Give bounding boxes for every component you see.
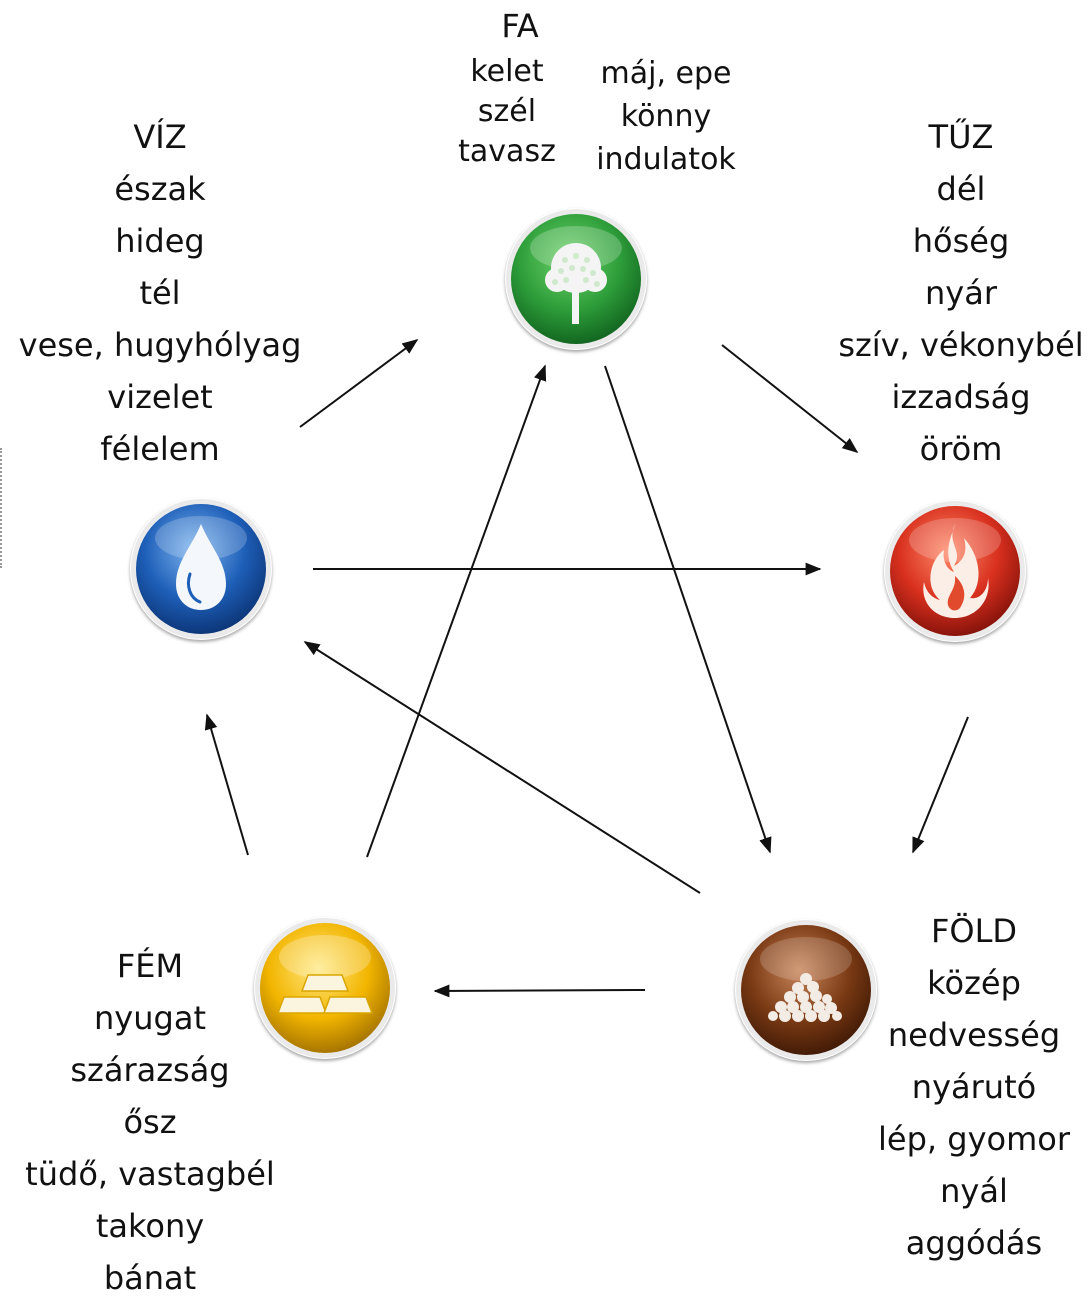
arrow-tuz-to-fold [912, 716, 969, 854]
arrow-fa-to-fold [604, 365, 772, 854]
fem-line: takony [95, 1207, 205, 1245]
arrow-viz-to-fa [299, 339, 419, 428]
fem-line: ősz [123, 1103, 177, 1141]
fa-text-left: kelet szél tavasz [434, 52, 580, 172]
viz-node [130, 498, 272, 640]
fold-line: aggódás [905, 1224, 1043, 1262]
fem-text: FÉM nyugat szárazság ősz tüdő, vastagbél… [10, 940, 290, 1304]
viz-line: vizelet [107, 378, 213, 416]
tree-icon [506, 209, 646, 349]
flame-icon [885, 501, 1025, 641]
tuz-line: szív, vékonybél [838, 326, 1084, 364]
viz-line: észak [114, 170, 206, 208]
fold-name: FÖLD [930, 912, 1018, 950]
fa-line: indulatok [596, 142, 736, 177]
tuz-line: dél [936, 170, 986, 208]
fem-name: FÉM [116, 947, 184, 985]
fa-line: könny [620, 99, 712, 134]
fem-line: nyugat [94, 999, 206, 1037]
viz-name: VÍZ [133, 118, 187, 156]
arrow-fold-to-fem [433, 984, 646, 998]
tuz-node [884, 500, 1026, 642]
fa-name: FA [501, 7, 539, 45]
fold-line: nyál [940, 1172, 1008, 1210]
tuz-line: hőség [912, 222, 1010, 260]
arrow-fa-to-tuz [721, 344, 859, 453]
fa-line: kelet [470, 54, 544, 89]
tuz-line: öröm [919, 430, 1003, 468]
fold-line: nedvesség [887, 1016, 1061, 1054]
tuz-line: nyár [925, 274, 997, 312]
tuz-name: TŰZ [928, 118, 994, 156]
arrow-fem-to-fa [366, 364, 547, 858]
fa-node [505, 208, 647, 350]
fa-line: szél [477, 94, 537, 129]
fold-text: FÖLD közép nedvesség nyárutó lép, gyomor… [858, 905, 1089, 1269]
arrow-fem-to-viz [204, 713, 249, 856]
fold-line: lép, gyomor [878, 1120, 1070, 1158]
tuz-text: TŰZ dél hőség nyár szív, vékonybél izzad… [835, 111, 1087, 475]
water-drop-icon [131, 499, 271, 639]
viz-line: tél [139, 274, 181, 312]
viz-line: félelem [100, 430, 220, 468]
fem-line: szárazság [70, 1051, 230, 1089]
fem-node [254, 917, 396, 1059]
fold-line: nyárutó [911, 1068, 1037, 1106]
fold-line: közép [927, 964, 1021, 1002]
fa-label: FA [490, 4, 550, 48]
viz-line: hideg [115, 222, 205, 260]
fold-node [735, 919, 877, 1061]
fa-line: tavasz [458, 134, 556, 169]
fa-text-right: máj, epe könny indulatok [578, 52, 754, 181]
gold-bars-icon [255, 918, 395, 1058]
fa-line: máj, epe [600, 56, 732, 91]
fem-line: tüdő, vastagbél [25, 1155, 275, 1193]
left-edge-mark [0, 448, 6, 568]
fem-line: bánat [103, 1259, 197, 1297]
tuz-line: izzadság [891, 378, 1031, 416]
viz-line: vese, hugyhólyag [18, 326, 302, 364]
pebbles-icon [736, 920, 876, 1060]
arrow-fold-to-viz [303, 641, 701, 894]
viz-text: VÍZ észak hideg tél vese, hugyhólyag viz… [10, 111, 310, 475]
